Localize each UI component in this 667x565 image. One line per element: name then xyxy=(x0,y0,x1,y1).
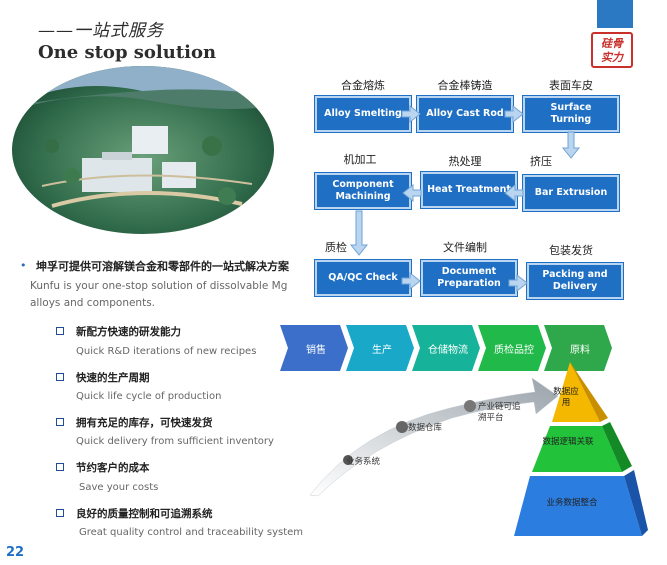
process-arrows xyxy=(349,104,581,293)
flow-label-data-warehouse: 数据仓库 xyxy=(408,423,443,433)
stamp-line-2: 实力 xyxy=(601,51,623,64)
factory-illustration xyxy=(12,66,274,234)
step-box-cast-rod: Alloy Cast Rod xyxy=(416,95,514,133)
step-box-extrusion: Bar Extrusion xyxy=(522,174,620,212)
corner-accent-bar xyxy=(597,0,633,28)
chevron-label-quality: 质检品控 xyxy=(494,345,534,356)
factory-aerial-photo xyxy=(12,66,274,234)
step-label-smelting: 合金熔炼 xyxy=(341,79,385,92)
chevron-raw-material xyxy=(544,325,612,371)
step-label-heat: 热处理 xyxy=(448,155,482,168)
arrow-down-icon xyxy=(561,131,581,159)
feature-subtitle: Quick life cycle of production xyxy=(76,391,222,402)
step-box-packing: Packing and Delivery xyxy=(526,262,624,300)
step-label-machining: 机加工 xyxy=(343,153,377,166)
feature-subtitle: Save your costs xyxy=(79,482,159,493)
step-box-qc: QA/QC Check xyxy=(314,259,412,297)
pyramid-middle xyxy=(532,426,622,472)
section-title-en: One stop solution xyxy=(38,42,217,63)
chevron-label-production: 生产 xyxy=(372,345,392,356)
chevron-label-sales: 销售 xyxy=(306,345,326,356)
checkbox-square-icon xyxy=(56,463,64,471)
feature-title: 节约客户的成本 xyxy=(76,462,150,474)
feature-title: 新配方快速的研发能力 xyxy=(76,326,181,338)
step-label-packing: 包装发货 xyxy=(549,244,593,257)
flow-label-traceability-platform: 产业链可追溯平台 xyxy=(478,402,521,423)
step-box-document: Document Preparation xyxy=(420,259,518,297)
feature-subtitle: Great quality control and traceability s… xyxy=(79,527,304,538)
feature-subtitle: Quick delivery from sufficient inventory xyxy=(76,436,274,447)
chevron-label-logistics: 仓储物流 xyxy=(428,345,468,356)
checkbox-square-icon xyxy=(56,327,64,335)
checkbox-square-icon xyxy=(56,509,64,517)
pyramid-top xyxy=(552,362,600,422)
pyramid-top-side xyxy=(570,362,608,422)
arrow-right-icon xyxy=(401,271,421,291)
pyramid-middle-side xyxy=(602,422,632,472)
checkbox-square-icon xyxy=(56,373,64,381)
pyramid-label-data-logic: 数据逻辑关联 xyxy=(542,437,594,447)
chevron-sales xyxy=(280,325,348,371)
step-label-qc: 质检 xyxy=(325,241,347,254)
arrow-down-icon xyxy=(349,210,369,256)
pyramid-base xyxy=(514,476,642,536)
pyramid-label-data-application: 数据应用 xyxy=(553,387,579,408)
feature-title: 快速的生产周期 xyxy=(76,372,150,384)
arrow-left-icon xyxy=(402,183,422,203)
arrow-right-icon xyxy=(504,104,524,124)
step-box-turning: Surface Turning xyxy=(522,95,620,133)
step-box-heat: Heat Treatment xyxy=(420,171,518,209)
page-number: 22 xyxy=(6,545,25,560)
checkbox-square-icon xyxy=(56,418,64,426)
step-label-cast-rod: 合金棒铸造 xyxy=(437,79,493,92)
stamp-line-1: 硅骨 xyxy=(601,37,623,50)
chevron-production xyxy=(346,325,414,371)
arrow-left-icon xyxy=(504,183,524,203)
feature-subtitle: Quick R&D iterations of new recipes xyxy=(76,346,257,357)
pyramid-base-side xyxy=(624,470,648,536)
intro-bullet: • xyxy=(20,259,27,272)
data-pyramid xyxy=(514,362,648,536)
chevron-label-raw-material: 原料 xyxy=(570,345,590,356)
step-box-smelting: Alloy Smelting xyxy=(314,95,412,133)
logo-stamp: 硅骨 实力 xyxy=(591,32,633,68)
flow-label-business-system: 业务系统 xyxy=(346,457,381,467)
chevron-quality xyxy=(478,325,546,371)
step-label-document: 文件编制 xyxy=(443,241,487,254)
section-title-cn: ——一站式服务 xyxy=(38,21,164,41)
data-flow-arrow xyxy=(309,377,559,497)
step-label-turning: 表面车皮 xyxy=(549,79,593,92)
feature-title: 良好的质量控制和可追溯系统 xyxy=(76,508,213,520)
intro-text-cn: 坤孚可提供可溶解镁合金和零部件的一站式解决方案 xyxy=(36,260,289,273)
arrow-right-icon xyxy=(401,104,421,124)
step-box-machining: Component Machining xyxy=(314,172,412,210)
feature-title: 拥有充足的库存，可快速发货 xyxy=(76,417,213,429)
intro-text-en: Kunfu is your one-stop solution of disso… xyxy=(30,280,288,309)
step-label-extrusion: 挤压 xyxy=(530,155,552,168)
pyramid-label-business-data: 业务数据整合 xyxy=(546,498,598,508)
value-chain-chevrons xyxy=(280,325,612,371)
arrow-right-icon xyxy=(508,273,528,293)
chevron-logistics xyxy=(412,325,480,371)
